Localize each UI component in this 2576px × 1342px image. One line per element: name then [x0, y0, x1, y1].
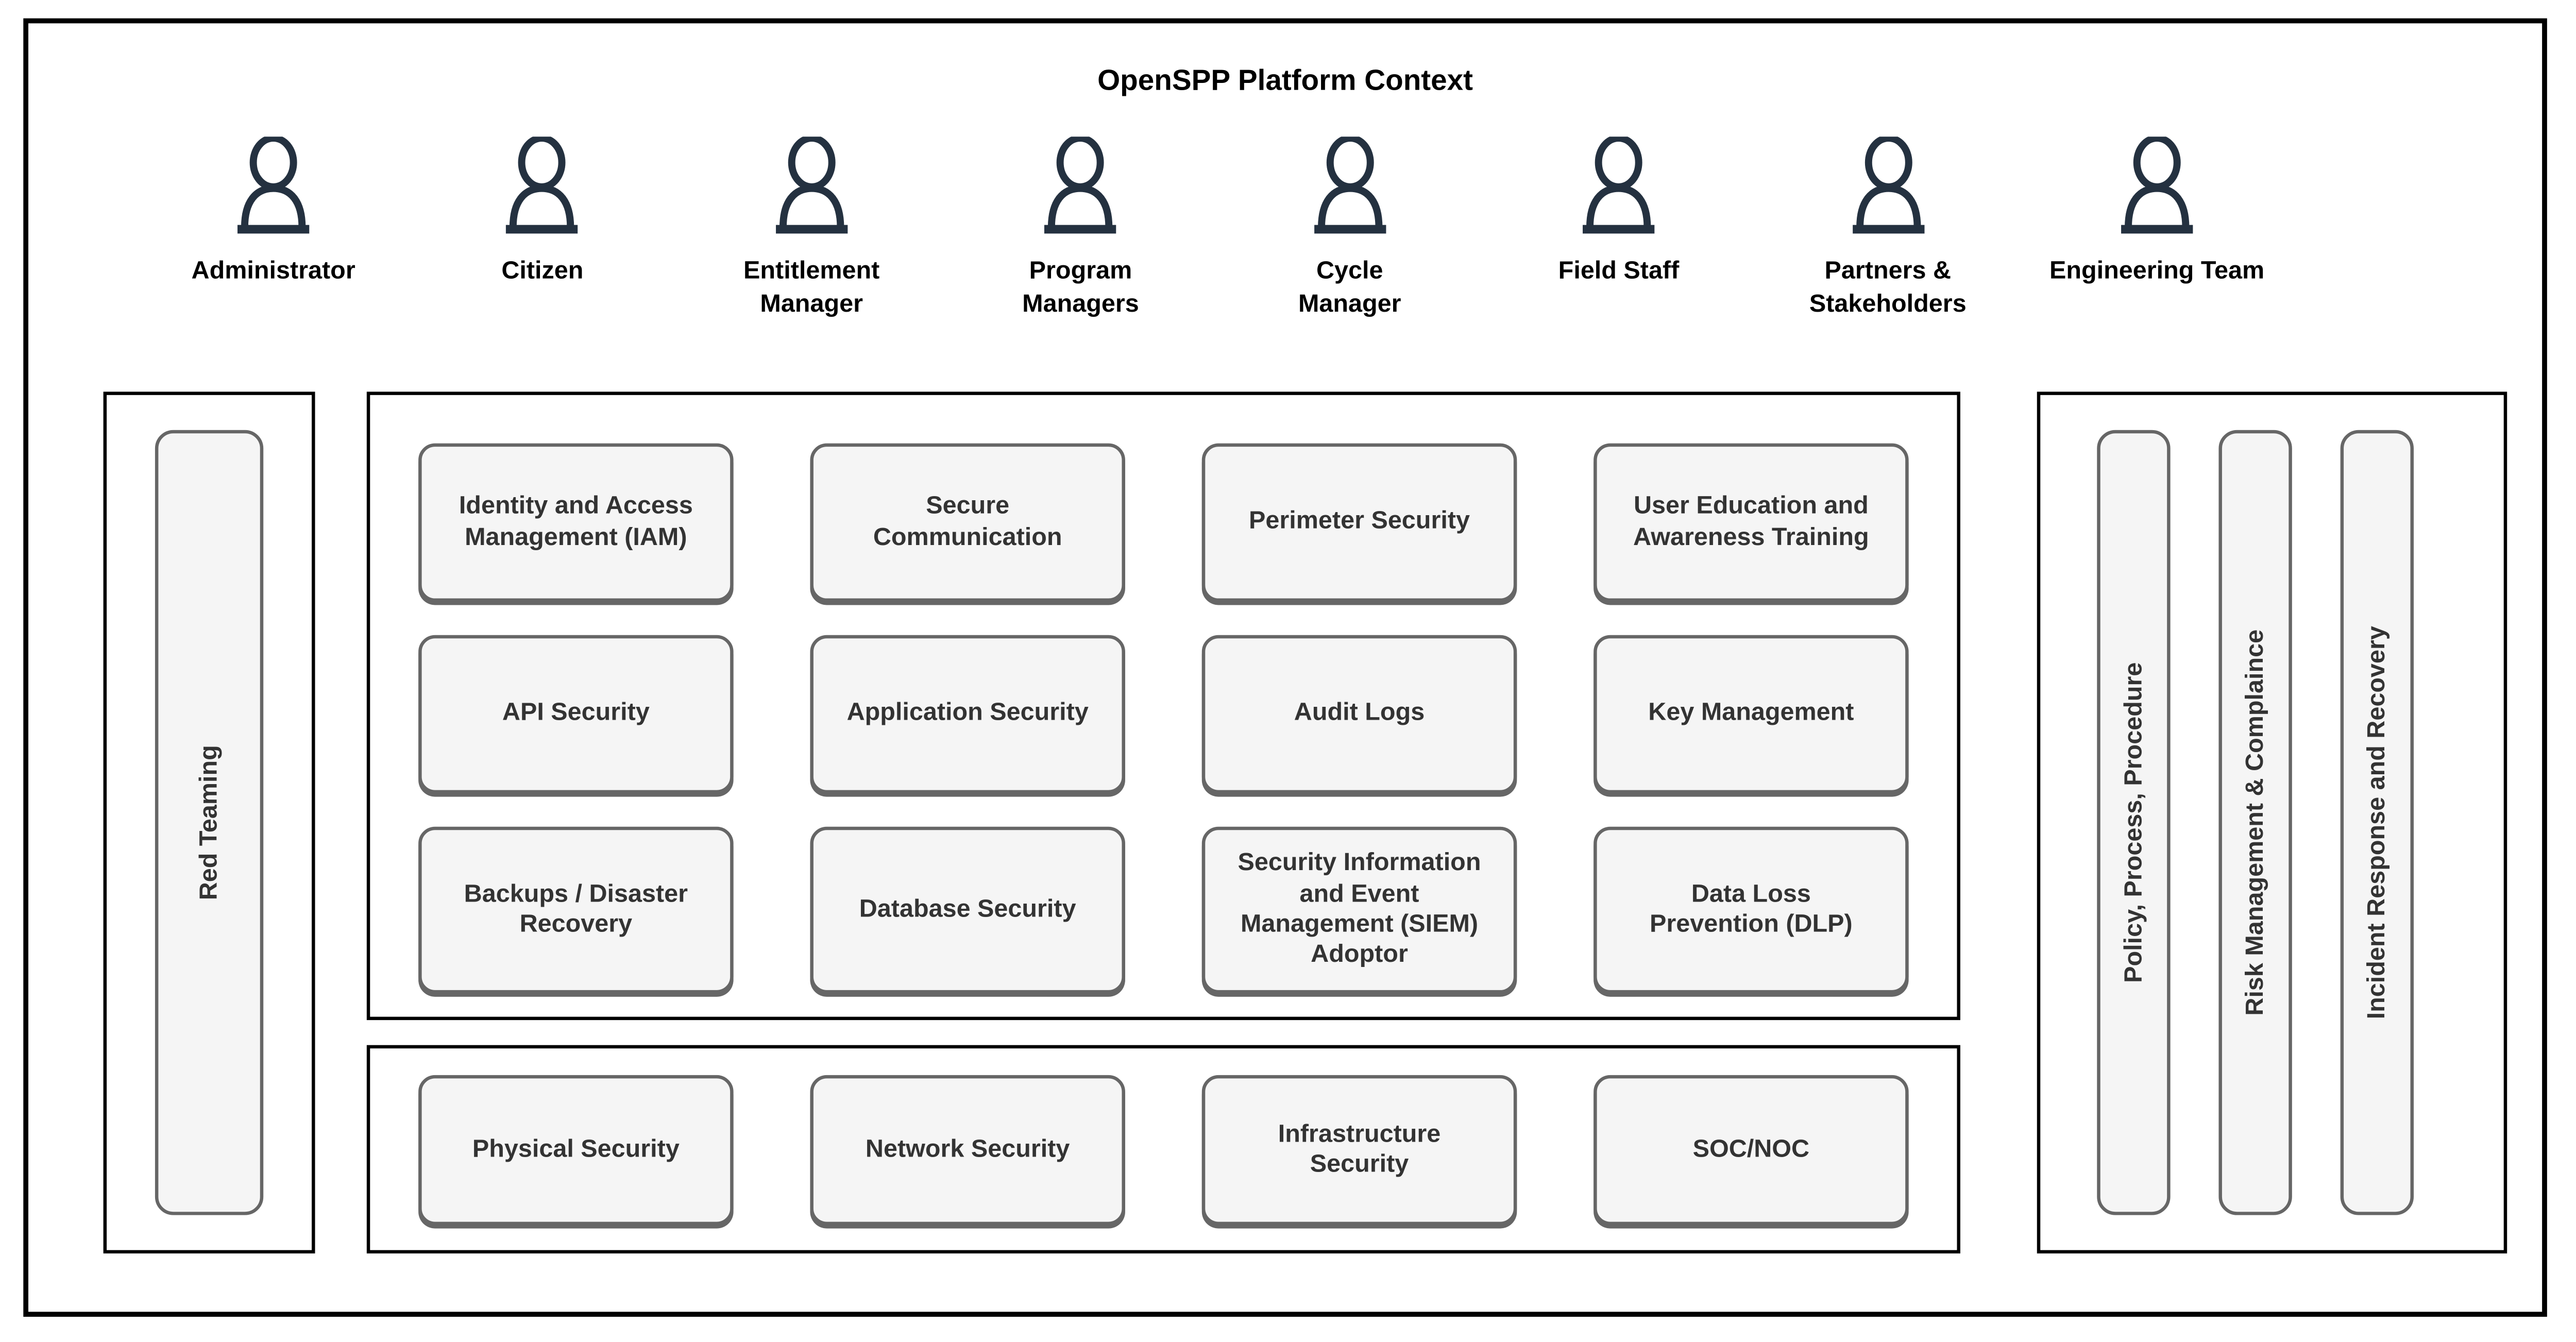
actor-partners-stakeholders: Partners & Stakeholders: [1763, 137, 2013, 320]
person-icon: [1852, 137, 1924, 234]
incident-response-recovery-label: Incident Response and Recovery: [2363, 626, 2392, 1020]
policy-process-procedure-label: Policy, Process, Procedure: [2119, 662, 2148, 983]
person-icon: [1314, 137, 1386, 234]
node-infrastructure-security: Infrastructure Security: [1201, 1075, 1517, 1226]
actor-label: Entitlement Manager: [743, 257, 880, 318]
node-iam: Identity and Access Management (IAM): [418, 443, 734, 602]
person-icon: [1044, 137, 1117, 234]
actor-entitlement-manager: Entitlement Manager: [687, 137, 937, 320]
actor-program-managers: Program Managers: [956, 137, 1206, 320]
actor-administrator: Administrator: [148, 137, 398, 320]
security-controls-container: Identity and Access Management (IAM) Sec…: [366, 392, 1960, 1021]
person-icon: [237, 137, 310, 234]
node-physical-security: Physical Security: [418, 1075, 734, 1226]
incident-response-recovery-node: Incident Response and Recovery: [2340, 430, 2414, 1215]
person-icon: [775, 137, 848, 234]
node-secure-communication: Secure Communication: [810, 443, 1125, 602]
node-backups-disaster-recovery: Backups / Disaster Recovery: [418, 826, 734, 994]
person-icon: [506, 137, 579, 234]
node-key-management: Key Management: [1594, 635, 1909, 794]
red-teaming-node: Red Teaming: [155, 430, 264, 1215]
policy-process-procedure-node: Policy, Process, Procedure: [2097, 430, 2171, 1215]
actor-engineering-team: Engineering Team: [2032, 137, 2282, 320]
node-database-security: Database Security: [810, 826, 1125, 994]
actor-label: Field Staff: [1558, 257, 1680, 285]
node-api-security: API Security: [418, 635, 734, 794]
actor-label: Administrator: [191, 257, 355, 285]
actor-label: Partners & Stakeholders: [1809, 257, 1967, 318]
governance-container: Policy, Process, Procedure Risk Manageme…: [2037, 392, 2507, 1254]
actor-cycle-manager: Cycle Manager: [1225, 137, 1475, 320]
node-application-security: Application Security: [810, 635, 1125, 794]
node-audit-logs: Audit Logs: [1201, 635, 1517, 794]
actor-label: Program Managers: [1022, 257, 1139, 318]
actor-label: Citizen: [501, 257, 584, 285]
actor-label: Engineering Team: [2049, 257, 2265, 285]
node-network-security: Network Security: [810, 1075, 1125, 1226]
node-siem-adoptor: Security Information and Event Managemen…: [1201, 826, 1517, 994]
node-user-education: User Education and Awareness Training: [1594, 443, 1909, 602]
person-icon: [2121, 137, 2193, 234]
infrastructure-container: Physical Security Network Security Infra…: [366, 1045, 1960, 1254]
actor-field-staff: Field Staff: [1494, 137, 1743, 320]
node-soc-noc: SOC/NOC: [1594, 1075, 1909, 1226]
node-perimeter-security: Perimeter Security: [1201, 443, 1517, 602]
actor-citizen: Citizen: [417, 137, 667, 320]
risk-management-compliance-node: Risk Management & Complaince: [2218, 430, 2292, 1215]
red-teaming-label: Red Teaming: [195, 745, 224, 901]
red-teaming-container: Red Teaming: [103, 392, 315, 1254]
node-dlp: Data Loss Prevention (DLP): [1594, 826, 1909, 994]
actors-row: Administrator Citizen Entitlement Manage…: [148, 137, 2282, 320]
person-icon: [1583, 137, 1655, 234]
actor-label: Cycle Manager: [1298, 257, 1401, 318]
risk-management-compliance-label: Risk Management & Complaince: [2241, 629, 2270, 1016]
page-title: OpenSPP Platform Context: [1097, 63, 1473, 97]
